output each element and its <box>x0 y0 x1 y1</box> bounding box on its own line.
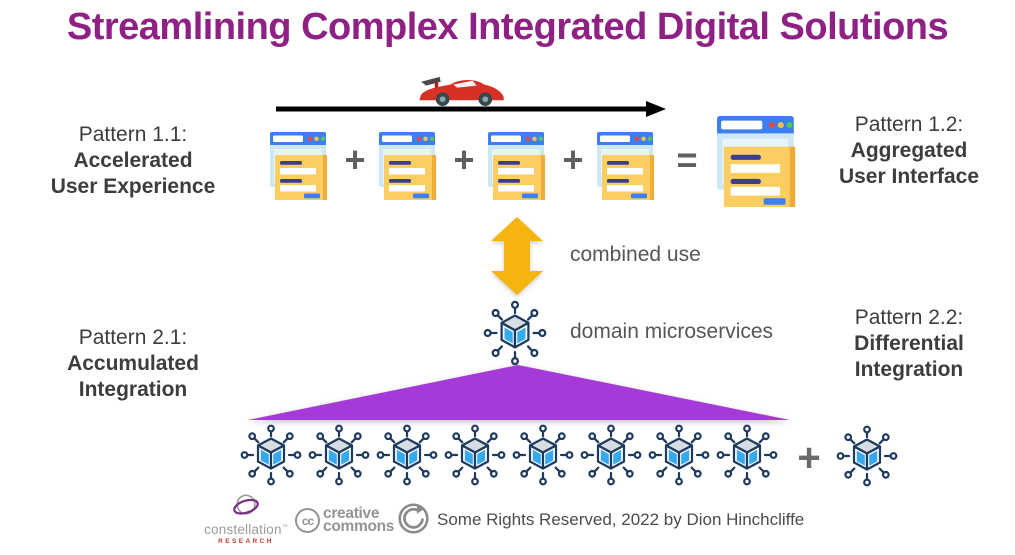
race-car-icon <box>419 76 504 107</box>
plus-operator: + <box>797 436 821 480</box>
pattern-label: Pattern 2.2: <box>854 306 964 329</box>
microservice-cube-network-icon <box>579 423 643 487</box>
domain-microservices-label: domain microservices <box>570 320 774 343</box>
cc-circle-icon: cc <box>295 508 320 533</box>
pattern-name-line: Accumulated <box>67 352 199 375</box>
rights-statement: Some Rights Reserved, 2022 by Dion Hinch… <box>437 510 805 529</box>
microservice-cube-network-icon <box>443 423 507 487</box>
pattern-name-line: Integration <box>854 358 964 381</box>
pattern-1-2-label: Pattern 1.2: Aggregated User Interface <box>810 112 1008 190</box>
vertical-double-arrow-icon <box>491 217 543 295</box>
circular-arrow-icon <box>398 503 429 534</box>
microservice-cube-network-icon <box>482 299 548 367</box>
pattern-name-line: Integration <box>78 378 188 401</box>
microservice-cube-network-icon <box>239 423 303 487</box>
browser-form-window-icon <box>379 132 441 200</box>
pattern-label: Pattern 2.1: <box>78 326 188 349</box>
microservice-cube-network-icon <box>511 423 575 487</box>
microservice-cube-network-icon <box>307 423 371 487</box>
constellation-wordmark: constellation™ <box>204 522 288 537</box>
creative-commons-logo: cc creative commons <box>295 505 395 535</box>
plus-operator: + <box>453 139 475 180</box>
constellation-research-logo: constellation™ RESEARCH <box>203 491 289 545</box>
pattern-name-line: Aggregated <box>850 139 968 162</box>
microservice-cube-network-icon <box>375 423 439 487</box>
right-arrow-icon <box>276 101 666 117</box>
added-microservice-cube-network-icon <box>835 424 899 488</box>
purple-triangle-fan <box>248 365 790 420</box>
browser-form-window-icon <box>597 132 659 200</box>
microservice-cube-network-icon <box>647 423 711 487</box>
pattern-name-line: User Experience <box>50 175 216 198</box>
pattern-name-line: User Interface <box>838 165 980 188</box>
pattern-2-1-label: Pattern 2.1: Accumulated Integration <box>27 325 239 403</box>
pattern-label: Pattern 1.2: <box>854 113 964 136</box>
combined-use-label: combined use <box>570 243 701 266</box>
pattern-name-line: Differential <box>854 332 964 355</box>
aggregated-browser-window-icon <box>717 116 802 207</box>
pattern-1-1-label: Pattern 1.1: Accelerated User Experience <box>27 122 239 200</box>
orbit-swirl-logo-icon <box>233 494 259 515</box>
plus-operator: + <box>562 139 584 180</box>
pattern-name-line: Accelerated <box>73 149 193 172</box>
browser-form-window-icon <box>270 132 332 200</box>
pattern-2-2-label: Pattern 2.2: Differential Integration <box>810 305 1008 383</box>
page-title: Streamlining Complex Integrated Digital … <box>66 6 949 48</box>
cc-wordmark: creative commons <box>323 505 395 535</box>
equals-operator: = <box>676 139 698 180</box>
pattern-label: Pattern 1.1: <box>78 123 188 146</box>
microservice-cube-network-icon <box>715 423 779 487</box>
constellation-research-sub: RESEARCH <box>218 538 274 545</box>
plus-operator: + <box>344 139 366 180</box>
browser-form-window-icon <box>488 132 550 200</box>
